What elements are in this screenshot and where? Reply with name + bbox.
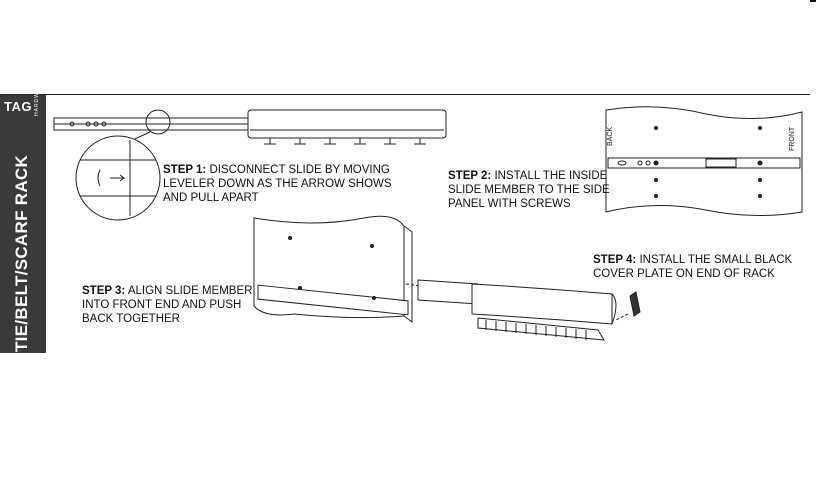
step4-text: STEP 4: INSTALL THE SMALL BLACK COVER PL…: [593, 253, 792, 281]
step4-line1: INSTALL THE SMALL BLACK: [639, 254, 793, 266]
step3-rack-illustration: [417, 279, 617, 341]
step4-line2: COVER PLATE ON END OF RACK: [593, 268, 775, 280]
step1-line2: LEVELER DOWN AS THE ARROW SHOWS: [163, 178, 392, 190]
step4-label: STEP 4:: [593, 254, 637, 266]
step3-line2: INTO FRONT END AND PUSH: [82, 299, 242, 311]
step1-line3: AND PULL APART: [163, 192, 259, 204]
brand-logo: TAG: [4, 99, 32, 114]
step4-cover-plate-illustration: [615, 291, 641, 321]
step2-label: STEP 2:: [448, 170, 492, 182]
step2-panel-illustration: [605, 106, 803, 217]
step3-panel-illustration: [253, 215, 421, 323]
step1-text: STEP 1: DISCONNECT SLIDE BY MOVING LEVEL…: [163, 163, 392, 205]
rack-hooks: [477, 317, 605, 341]
step1-slide-illustration: [53, 109, 447, 221]
top-rule: [0, 94, 810, 95]
step3-line3: BACK TOGETHER: [82, 313, 180, 325]
step3-line1: ALIGN SLIDE MEMBER: [127, 285, 253, 297]
panel-back-label: BACK: [607, 126, 614, 146]
sidebar-band: [0, 95, 46, 353]
step1-zoom-circle: [75, 135, 161, 221]
step3-label: STEP 3:: [82, 285, 126, 297]
panel-front-label: FRONT: [789, 126, 796, 151]
corner-mark: [810, 0, 816, 2]
rack-hooks: [264, 138, 426, 145]
step2-line3: PANEL WITH SCREWS: [448, 198, 571, 210]
step2-line2: SLIDE MEMBER TO THE SIDE: [448, 184, 610, 196]
step2-text: STEP 2: INSTALL THE INSIDE SLIDE MEMBER …: [448, 169, 610, 211]
step1-line1: DISCONNECT SLIDE BY MOVING: [209, 164, 390, 176]
step1-label: STEP 1:: [163, 164, 207, 176]
step2-line1: INSTALL THE INSIDE: [494, 170, 608, 182]
step3-text: STEP 3: ALIGN SLIDE MEMBER INTO FRONT EN…: [82, 284, 252, 326]
